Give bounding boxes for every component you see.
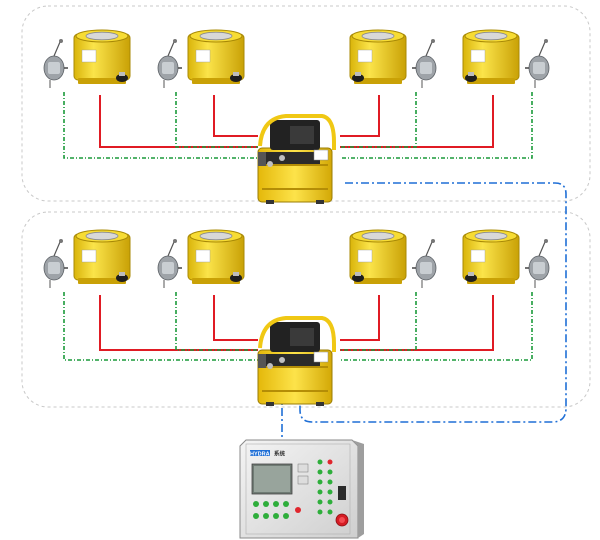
displacement-sensor <box>525 239 550 288</box>
controller-brand-label: HYDRA <box>250 452 270 458</box>
controller-buttons <box>253 459 333 519</box>
group-2-border <box>21 211 591 408</box>
hydraulic-cylinder <box>462 29 520 84</box>
hydraulic-cylinder <box>73 29 131 84</box>
group-1-return-lines <box>63 92 533 159</box>
hydraulic-cylinder <box>349 29 407 84</box>
displacement-sensor <box>43 239 68 288</box>
displacement-sensor <box>157 39 182 88</box>
hydraulic-cylinder <box>349 229 407 284</box>
group-2-return-lines <box>63 292 533 361</box>
cylinders-layer <box>43 29 550 288</box>
displacement-sensor <box>412 239 437 288</box>
controller-model-label: 系统 <box>274 450 286 458</box>
hydraulic-cylinder <box>462 229 520 284</box>
hydraulic-cylinder <box>73 229 131 284</box>
displacement-sensor <box>525 39 550 88</box>
hydraulic-cylinder <box>187 229 245 284</box>
pump-unit-2 <box>257 316 336 406</box>
hydraulic-cylinder <box>187 29 245 84</box>
displacement-sensor <box>157 239 182 288</box>
pump-unit-1 <box>257 114 336 204</box>
displacement-sensor <box>412 39 437 88</box>
control-cabinet: HYDRA 系统 <box>239 439 364 539</box>
group-1-hydraulic-lines <box>99 95 494 148</box>
displacement-sensor <box>43 39 68 88</box>
